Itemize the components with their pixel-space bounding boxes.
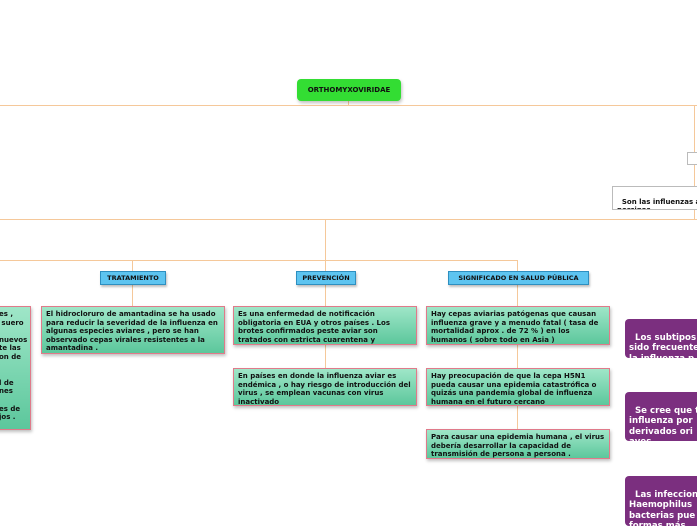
category-tratamiento[interactable]: TRATAMIENTO [100,271,166,285]
category-prevencion[interactable]: PREVENCIÓN [296,271,356,285]
purple-box-origen[interactable]: Se cree que t influenza por derivados or… [625,392,697,441]
category-salud-publica-label: SIGNIFICADO EN SALUD PÚBLICA [458,274,579,282]
influenza-aves-text: Son las influenzas av porcinas [617,197,697,209]
connector-tratamiento-down [132,260,133,271]
tratamiento-card[interactable]: El hidrocloruro de amantadina se ha usad… [41,306,225,354]
prevencion-card-vacunas[interactable]: En países en donde la influenza aviar es… [233,368,417,406]
left-fragment-card[interactable]: es , suero nuevos te las on de l de nes … [0,306,31,430]
root-label: ORTHOMYXOVIRIDAE [307,86,391,94]
connector-top-horizontal [0,105,697,106]
salud-card-cepas[interactable]: Hay cepas aviarias patógenas que causan … [426,306,610,345]
prevencion-card-notificacion[interactable]: Es una enfermedad de notificación obliga… [233,306,417,345]
purple-box-subtipos[interactable]: Los subtipos sido frecuente la influenza… [625,319,697,358]
purple-box-infecciones-text: Las infeccione Haemophilus bacterias pue… [629,489,697,526]
salud-card-transmision[interactable]: Para causar una epidemia humana , el vir… [426,429,610,459]
root-node[interactable]: ORTHOMYXOVIRIDAE [297,79,401,101]
purple-box-origen-text: Se cree que t influenza por derivados or… [629,405,697,441]
fragment-node-t[interactable]: T [687,152,697,165]
category-salud-publica[interactable]: SIGNIFICADO EN SALUD PÚBLICA [448,271,589,285]
influenza-aves-node[interactable]: Son las influenzas av porcinas [612,186,697,210]
connector-tratamiento-cards [132,284,133,306]
salud-card-transmision-text: Para causar una epidemia humana , el vir… [431,433,605,459]
fragment-t-label: T [696,163,697,164]
prevencion-card-vacunas-text: En países en donde la influenza aviar es… [238,372,411,406]
salud-card-h5n1[interactable]: Hay preocupación de que la cepa H5N1 pue… [426,368,610,406]
category-tratamiento-label: TRATAMIENTO [107,274,159,282]
connector-mid-horizontal [0,219,697,220]
connector-mid-down [325,220,326,261]
salud-card-cepas-text: Hay cepas aviarias patógenas que causan … [431,310,599,344]
category-prevencion-label: PREVENCIÓN [302,274,350,282]
left-fragment-text: es , suero nuevos te las on de l de nes … [0,310,28,422]
prevencion-card-notificacion-text: Es una enfermedad de notificación obliga… [238,310,390,344]
salud-card-h5n1-text: Hay preocupación de que la cepa H5N1 pue… [431,372,597,406]
connector-prevencion-down [325,260,326,271]
connector-salud-down [517,260,518,271]
tratamiento-card-text: El hidrocloruro de amantadina se ha usad… [46,310,218,353]
connector-salud-cards [517,284,518,430]
connector-branch-horizontal [0,260,518,261]
connector-root-down [348,101,349,106]
purple-box-infecciones[interactable]: Las infeccione Haemophilus bacterias pue… [625,476,697,526]
purple-box-subtipos-text: Los subtipos sido frecuente la influenza… [629,332,697,358]
